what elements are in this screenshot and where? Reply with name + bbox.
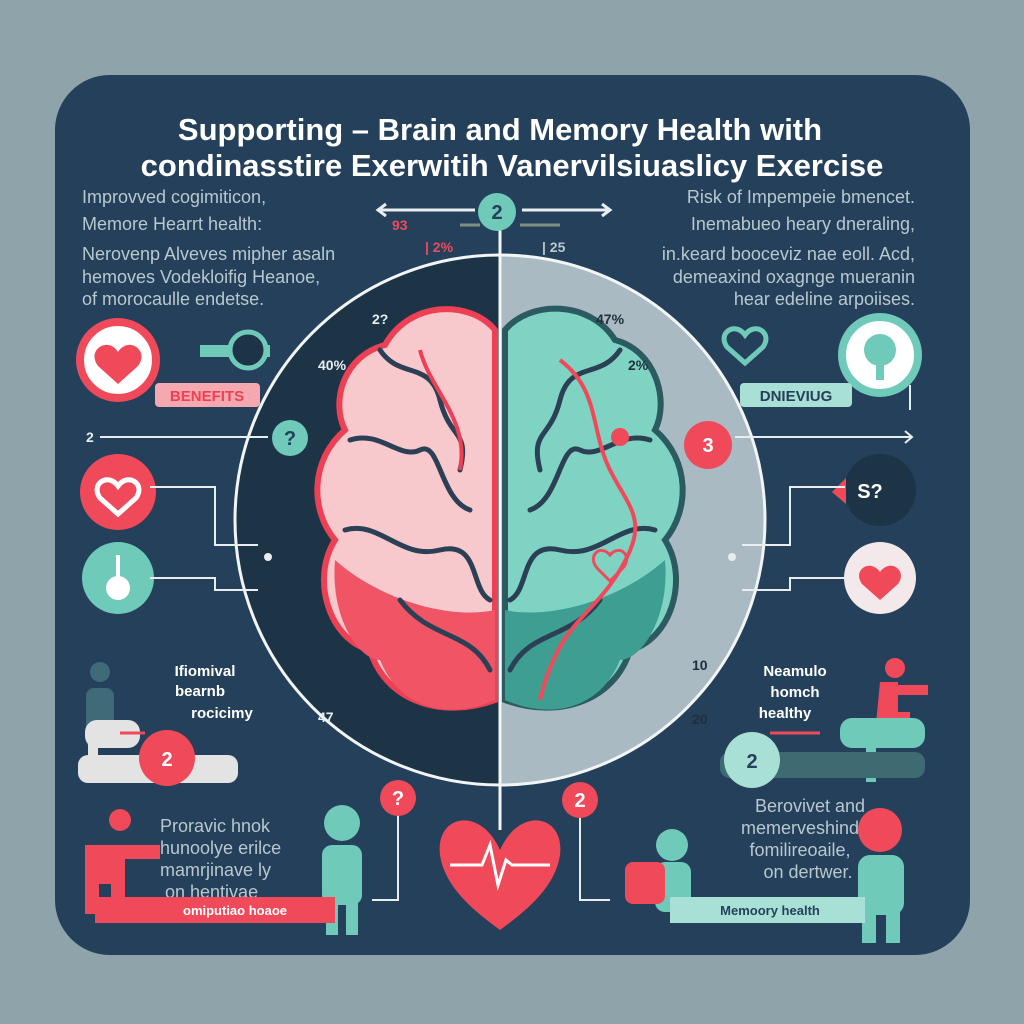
stat-top-right: | 25 bbox=[542, 239, 566, 255]
person-icon bbox=[85, 809, 160, 914]
right-text-line: hear edeline arpoiises. bbox=[734, 289, 915, 309]
stat-brain-left-bottom: 47 bbox=[318, 709, 334, 725]
heart-icon bbox=[859, 565, 901, 600]
right-step-circle-text: 3 bbox=[702, 435, 713, 457]
bottom-right-badge-text: 2 bbox=[574, 790, 585, 812]
heart-icon bbox=[721, 326, 769, 367]
left-text-line: of morocaulle endetse. bbox=[82, 289, 264, 309]
center-badge-text: 2 bbox=[491, 202, 502, 224]
person-icon bbox=[858, 808, 904, 943]
heart-icon bbox=[591, 548, 629, 584]
stat-top-left-pct: | 2% bbox=[425, 239, 454, 255]
center-badge bbox=[478, 193, 516, 231]
text-line: mamrjinave ly bbox=[160, 860, 271, 880]
title-line1: Supporting – Brain and Memory Health wit… bbox=[178, 112, 822, 147]
stat-brain-right-bottom: 20 bbox=[692, 711, 708, 727]
right-bottom-bar bbox=[670, 897, 865, 923]
stat-brain-right-mid: 10 bbox=[692, 657, 708, 673]
stat-brain-left-pct: 40% bbox=[318, 357, 347, 373]
arrow-circle-text: ? bbox=[284, 428, 296, 450]
right-bottom-bar-text: Memoory health bbox=[720, 903, 820, 918]
right-bottom-text: Berovivet and memerveshind fomilireoaile… bbox=[741, 796, 865, 882]
brain-icon bbox=[314, 305, 686, 711]
left-middle-heading: Ifiomival bearnb rocicimy bbox=[175, 663, 254, 722]
s-badge-text: S? bbox=[857, 481, 883, 503]
heading-line: healthy bbox=[759, 705, 812, 722]
text-line: hunoolye erilce bbox=[160, 838, 281, 858]
left-bottom-bar-text: omiputiao hoaoe bbox=[183, 903, 287, 918]
person-icon bbox=[625, 862, 665, 904]
benefits-label bbox=[155, 383, 260, 407]
text-line: memerveshind bbox=[741, 818, 859, 838]
text-line: Proravic hnok bbox=[160, 816, 271, 836]
left-text-line: Memore Hearrt health: bbox=[82, 214, 262, 234]
heading-line: bearnb bbox=[175, 683, 225, 700]
s-badge bbox=[844, 454, 916, 526]
arrow-circle bbox=[272, 420, 308, 456]
text-line: fomilireoaile, bbox=[749, 840, 850, 860]
heart-icon bbox=[94, 477, 142, 518]
right-text: Risk of Impempeie bmencet. Inemabueo hea… bbox=[662, 187, 915, 309]
heart-circle bbox=[80, 454, 156, 530]
right-label bbox=[740, 383, 852, 407]
right-step-badge bbox=[724, 732, 780, 788]
right-middle-heading: Neamulo homch healthy bbox=[759, 663, 827, 722]
heading-line: Ifiomival bbox=[175, 663, 236, 680]
left-text-line: Improvved cogimiticon, bbox=[82, 187, 266, 207]
dot bbox=[611, 428, 629, 446]
text-line: on dertwer. bbox=[763, 862, 852, 882]
benefits-text: BENEFITS bbox=[170, 388, 244, 405]
left-text-line: Nerovenp Alveves mipher asaln bbox=[82, 244, 335, 264]
stat-brain-left-top: 2? bbox=[372, 311, 388, 327]
left-text: Improvved cogimiticon, Memore Hearrt hea… bbox=[82, 187, 335, 309]
heading-line: rocicimy bbox=[191, 705, 253, 722]
right-text-line: demeaxind oxagnge mueranin bbox=[673, 267, 915, 287]
heading-line: homch bbox=[770, 684, 819, 701]
stat-top-left-red: 93 bbox=[392, 217, 408, 233]
heart-icon bbox=[94, 344, 142, 384]
right-text-line: in.keard booceviz nae eoll. Acd, bbox=[662, 244, 915, 264]
bottom-right-badge bbox=[562, 782, 598, 818]
stat-brain-right-top: 47% bbox=[596, 311, 625, 327]
left-step-text: 2 bbox=[161, 749, 172, 771]
person-icon bbox=[322, 805, 362, 935]
heading-line: Neamulo bbox=[763, 663, 826, 680]
left-step-badge bbox=[139, 730, 195, 786]
text-line: Berovivet and bbox=[755, 796, 865, 816]
right-text-line: Inemabueo heary dneraling, bbox=[691, 214, 915, 234]
bottom-left-badge-text: ? bbox=[392, 788, 404, 810]
right-step-circle bbox=[684, 421, 732, 469]
right-label-text: DNIEVIUG bbox=[760, 388, 833, 405]
top-arrows bbox=[375, 202, 613, 218]
left-bottom-bar bbox=[95, 897, 335, 923]
right-step-text: 2 bbox=[746, 751, 757, 773]
right-text-line: Risk of Impempeie bmencet. bbox=[687, 187, 915, 207]
stat-brain-right-pct: 2% bbox=[628, 357, 649, 373]
arrow-number: 2 bbox=[86, 429, 94, 445]
title-line2: condinasstire Exerwitih Vanervilsiuaslic… bbox=[141, 148, 884, 183]
left-text-line: hemoves Vodekloifig Heanoe, bbox=[82, 267, 320, 287]
bottom-left-badge bbox=[380, 780, 416, 816]
